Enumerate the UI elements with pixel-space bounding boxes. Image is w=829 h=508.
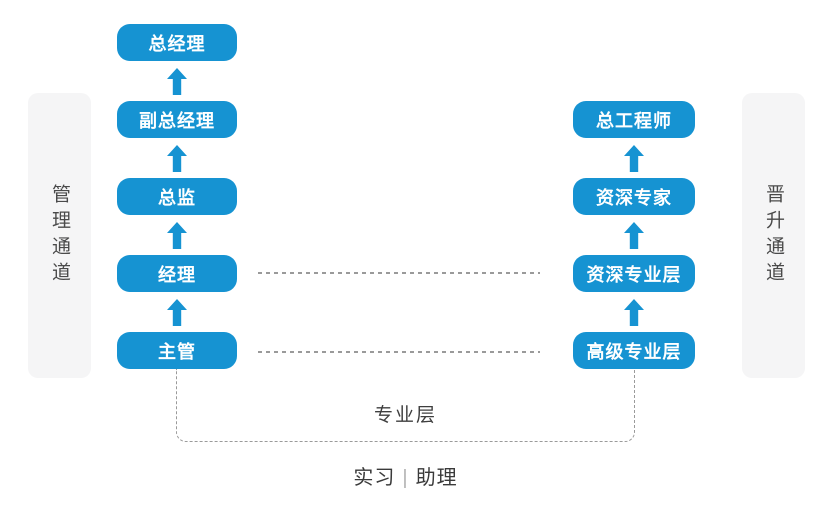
node-deputy-general-manager: 副总经理 <box>117 101 237 138</box>
node-director: 总监 <box>117 178 237 215</box>
node-chief-engineer: 总工程师 <box>573 101 695 138</box>
node-general-manager: 总经理 <box>117 24 237 61</box>
up-arrow-icon <box>624 299 644 326</box>
up-arrow-icon <box>167 145 187 172</box>
promotion-channel-label: 晋升通道 <box>763 183 784 288</box>
node-senior-professional: 资深专业层 <box>573 255 695 292</box>
entry-label-divider: | <box>402 467 409 489</box>
entry-level-label: 实习 | 助理 <box>176 461 635 490</box>
management-channel-label: 管理通道 <box>49 183 70 288</box>
professional-layer-bracket <box>176 369 635 442</box>
node-manager: 经理 <box>117 255 237 292</box>
node-senior-expert: 资深专家 <box>573 178 695 215</box>
up-arrow-icon <box>167 299 187 326</box>
connector-supervisor-advanced-professional <box>258 351 540 353</box>
up-arrow-icon <box>624 145 644 172</box>
management-channel-panel: 管理通道 <box>28 93 91 378</box>
entry-intern-label: 实习 <box>353 467 396 489</box>
node-advanced-professional: 高级专业层 <box>573 332 695 369</box>
entry-assistant-label: 助理 <box>415 467 458 489</box>
professional-layer-label: 专业层 <box>373 405 437 426</box>
node-supervisor: 主管 <box>117 332 237 369</box>
up-arrow-icon <box>167 222 187 249</box>
promotion-channel-panel: 晋升通道 <box>742 93 805 378</box>
up-arrow-icon <box>624 222 644 249</box>
connector-manager-senior-professional <box>258 272 540 274</box>
up-arrow-icon <box>167 68 187 95</box>
